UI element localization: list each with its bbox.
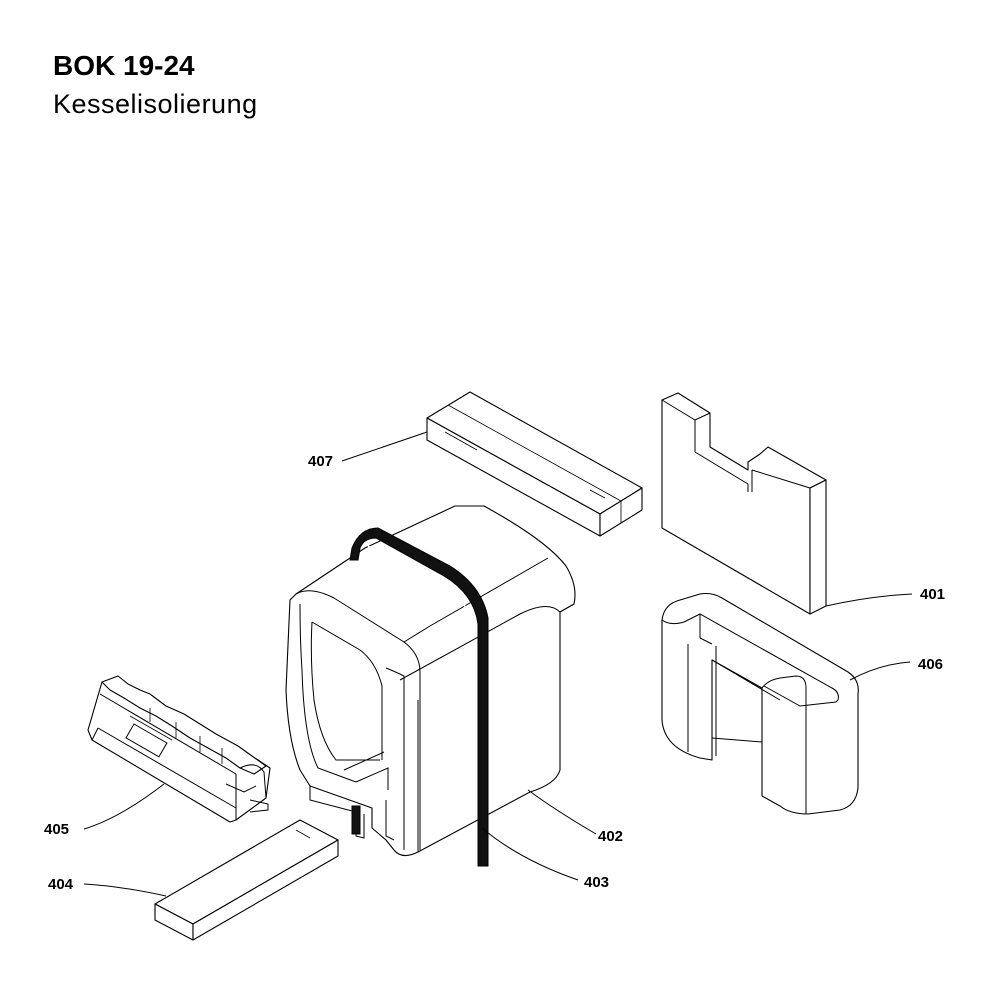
callout-405: 405 [44, 821, 69, 838]
leader-404 [83, 883, 167, 897]
page-title: BOK 19-24 [53, 50, 195, 81]
leader-402 [527, 789, 597, 835]
callout-406: 406 [918, 656, 943, 673]
part-405-terminal-strip[interactable] [87, 675, 271, 823]
page-subtitle: Kesselisolierung [53, 89, 258, 119]
part-407-top-bar[interactable] [426, 391, 643, 537]
leader-405 [83, 783, 165, 830]
callout-403: 403 [584, 874, 609, 891]
leader-407 [341, 431, 428, 462]
callout-401: 401 [920, 586, 945, 603]
part-406-u-insulation[interactable] [661, 592, 859, 815]
callout-402: 402 [598, 828, 623, 845]
part-402-boiler-jacket[interactable] [285, 505, 576, 857]
leader-406 [849, 661, 911, 681]
callout-404: 404 [48, 876, 74, 893]
part-404-bottom-block[interactable] [154, 819, 339, 941]
callout-407: 407 [308, 453, 333, 470]
part-401-back-plate[interactable] [661, 392, 827, 615]
leader-401 [825, 593, 913, 607]
leader-403 [481, 827, 579, 881]
part-403-sealing-band[interactable] [349, 527, 489, 867]
